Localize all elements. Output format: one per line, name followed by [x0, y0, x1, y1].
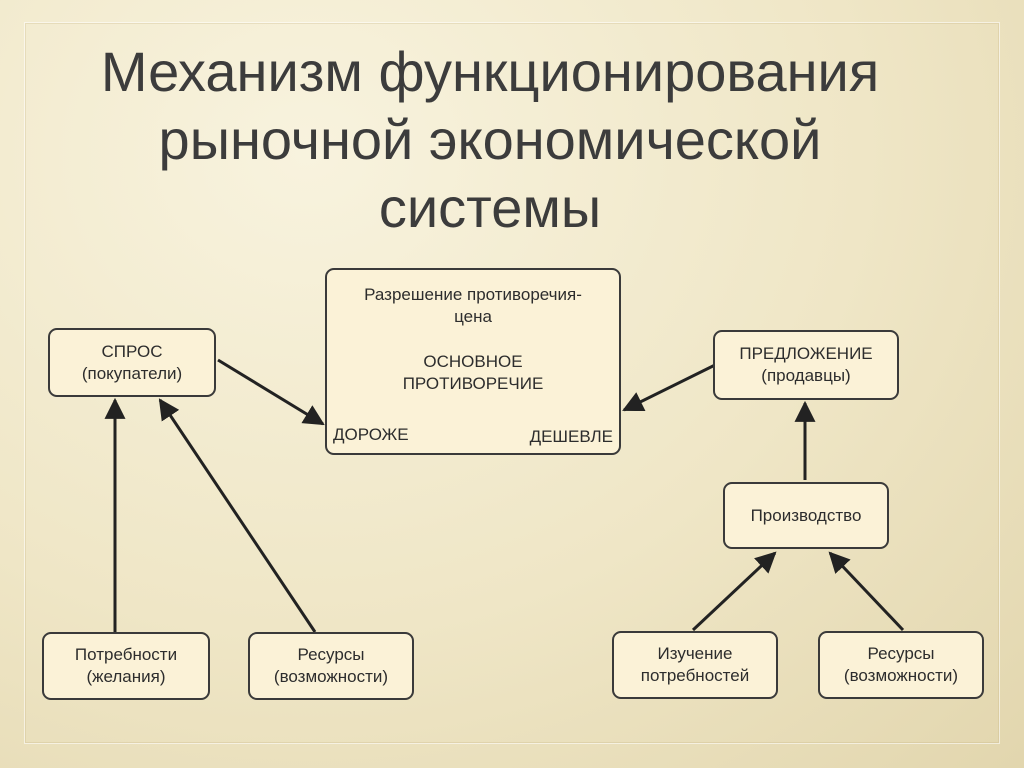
- arrow-supply-to-center: [622, 363, 716, 412]
- demand-line-2: (покупатели): [81, 363, 183, 383]
- slide-title: Механизм функционирования рыночной эконо…: [40, 38, 940, 242]
- arrow-resources-to-demand: [158, 398, 317, 633]
- demand-line-1: СПРОС: [101, 341, 163, 361]
- resources-right-line-2: (возможности): [843, 666, 959, 685]
- arrow-demand-to-center: [217, 358, 325, 426]
- resources-left-line-2: (возможности): [273, 667, 389, 686]
- study-line-1: Изучение: [657, 644, 733, 663]
- title-line-1: Механизм функционирования: [100, 40, 880, 103]
- production-label: Производство: [750, 505, 862, 525]
- title-line-3: системы: [378, 176, 602, 239]
- needs-line-2: (желания): [86, 667, 166, 686]
- main-contradiction-box: Разрешение противоречия- цена ОСНОВНОЕ П…: [325, 268, 621, 455]
- title-line-2: рыночной экономической: [158, 108, 822, 171]
- main-contradiction-line-1: ОСНОВНОЕ: [423, 352, 523, 371]
- study-line-2: потребностей: [640, 666, 750, 685]
- demand-box: СПРОС (покупатели): [48, 328, 216, 397]
- supply-line-1: ПРЕДЛОЖЕНИЕ: [739, 344, 873, 363]
- price-resolution-label: Разрешение противоречия- цена: [327, 284, 619, 328]
- main-contradiction-line-2: ПРОТИВОРЕЧИЕ: [402, 374, 544, 393]
- arrow-study-to-production: [691, 551, 777, 632]
- resources-left-line-1: Ресурсы: [297, 645, 365, 664]
- supply-box: ПРЕДЛОЖЕНИЕ (продавцы): [713, 330, 899, 400]
- arrow-resources-to-production: [828, 551, 905, 632]
- price-resolution-line-1: Разрешение противоречия-: [364, 285, 582, 304]
- supply-line-2: (продавцы): [761, 366, 851, 385]
- production-box: Производство: [723, 482, 889, 549]
- resources-right-box: Ресурсы (возможности): [818, 631, 984, 699]
- cheaper-label: ДЕШЕВЛЕ: [529, 427, 613, 446]
- resources-left-box: Ресурсы (возможности): [248, 632, 414, 700]
- resources-right-line-1: Ресурсы: [867, 644, 935, 663]
- study-needs-box: Изучение потребностей: [612, 631, 778, 699]
- price-resolution-line-2: цена: [454, 307, 492, 326]
- main-contradiction-label: ОСНОВНОЕ ПРОТИВОРЕЧИЕ: [327, 351, 619, 395]
- needs-line-1: Потребности: [74, 645, 178, 664]
- more-expensive-label: ДОРОЖЕ: [333, 425, 409, 444]
- needs-box: Потребности (желания): [42, 632, 210, 700]
